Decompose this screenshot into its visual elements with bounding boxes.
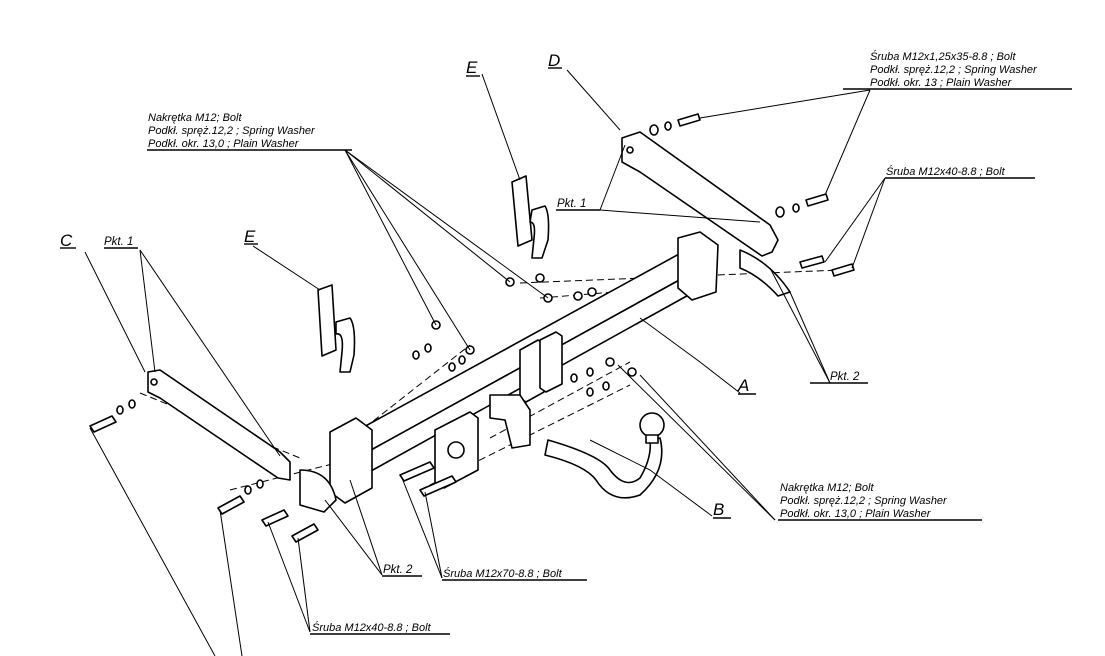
point-label-pkt1-right: Pkt. 1	[557, 198, 586, 210]
callout-right-bolt: Śruba M12x40-8.8 ; Bolt	[886, 165, 1006, 178]
point-label-pkt2-right: Pkt. 2	[830, 371, 860, 383]
callout-top-right: Śruba M12x1,25x35-8.8 ; Bolt Podkł. sprę…	[870, 50, 1038, 89]
callout-top-left: Nakrętka M12; Bolt Podkł. spręż.12,2 ; S…	[148, 112, 316, 150]
point-label-pkt2-bottom: Pkt. 2	[383, 564, 413, 576]
bracket-part-e-top	[511, 175, 550, 259]
side-arm-part-c	[147, 369, 337, 513]
callout-top-right-line1: Śruba M12x1,25x35-8.8 ; Bolt	[870, 50, 1016, 63]
callout-top-right-line3: Podkł. okr. 13 ; Plain Washer	[870, 77, 1013, 89]
callout-center-bolt: Śruba M12x70-8.8 ; Bolt	[443, 567, 563, 580]
bracket-part-e-left	[317, 284, 356, 373]
part-letter-c: C	[60, 231, 73, 250]
callout-bottom-right-line3: Podkł. okr. 13,0 ; Plain Washer	[780, 508, 932, 520]
callout-top-left-line3: Podkł. okr. 13,0 ; Plain Washer	[148, 138, 300, 150]
ball-mount-part-b	[434, 394, 665, 499]
part-letter-e-left: E	[244, 227, 256, 246]
point-label-pkt1-left: Pkt. 1	[104, 236, 133, 248]
fasteners	[89, 113, 855, 543]
callout-top-left-line2: Podkł. spręż.12,2 ; Spring Washer	[148, 125, 316, 137]
callout-bottom-right: Nakrętka M12; Bolt Podkł. spręż.12,2 ; S…	[780, 482, 948, 520]
part-letter-b: B	[713, 500, 724, 519]
callout-top-right-line2: Podkł. spręż.12,2 ; Spring Washer	[870, 64, 1038, 76]
callout-top-left-line1: Nakrętka M12; Bolt	[148, 112, 242, 124]
part-letter-e-top: E	[466, 58, 478, 77]
callout-bottom-right-line1: Nakrętka M12; Bolt	[780, 482, 874, 494]
part-letter-a: A	[737, 376, 749, 395]
part-letter-d: D	[548, 51, 560, 70]
side-arm-part-d	[621, 131, 791, 297]
leader-lines	[84, 69, 886, 656]
callout-bottom-right-line2: Podkł. spręż.12,2 ; Spring Washer	[780, 495, 948, 507]
callout-bottom-left-bolt: Śruba M12x40-8.8 ; Bolt	[312, 621, 432, 634]
label-underlines	[60, 67, 1072, 635]
